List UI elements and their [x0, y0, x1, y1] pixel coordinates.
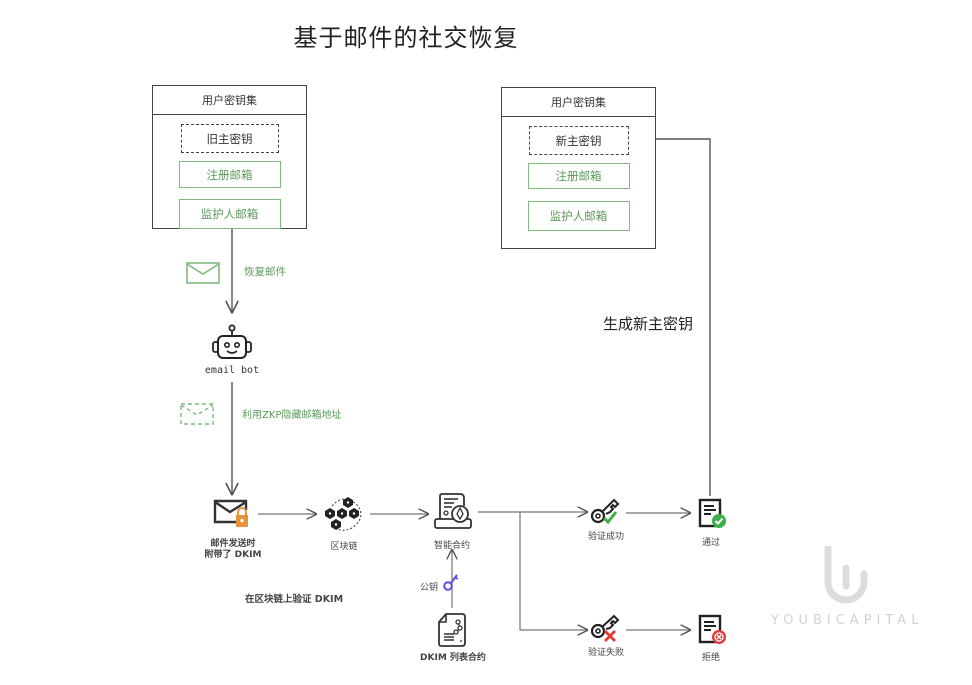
reject-document-icon [698, 614, 726, 644]
left-keyset: 用户密钥集 旧主密钥 注册邮箱 监护人邮箱 [152, 85, 307, 229]
new-master-key: 新主密钥 [528, 126, 629, 155]
smart-contract-label: 智能合约 [433, 541, 470, 551]
public-key-label: 公钥 [420, 583, 439, 593]
blockchain-icon [325, 497, 362, 531]
right-guardian-email: 监护人邮箱 [527, 201, 630, 231]
public-key-icon [443, 574, 459, 591]
verify-fail-label: 验证失败 [587, 648, 624, 658]
youbi-logo-icon [824, 546, 868, 604]
dkim-mail-label-line2: 附带了 DKIM [204, 550, 262, 560]
left-guardian-email: 监护人邮箱 [178, 199, 281, 229]
watermark-text: YOUBICAPITAL [771, 613, 924, 628]
smart-contract-icon [434, 493, 472, 529]
diagram-title: 基于邮件的社交恢复 [293, 24, 519, 52]
verify-success-label: 验证成功 [587, 532, 624, 542]
dkim-registry-label: DKIM 列表合约 [420, 653, 486, 663]
verify-success-icon [590, 498, 620, 525]
dkim-registry-icon [438, 613, 466, 647]
old-master-key: 旧主密钥 [180, 124, 279, 153]
email-bot-label: email bot [204, 365, 260, 376]
left-keyset-header: 用户密钥集 [153, 86, 306, 115]
verify-onchain-label: 在区块链上验证 DKIM [245, 594, 344, 605]
recovery-email-icon [186, 262, 220, 284]
right-keyset-header: 用户密钥集 [502, 88, 655, 117]
recovery-email-label: 恢复邮件 [244, 266, 286, 278]
right-registered-email: 注册邮箱 [527, 163, 630, 189]
reject-label: 拒绝 [701, 653, 720, 663]
generate-key-label: 生成新主密钥 [603, 315, 694, 333]
pass-label: 通过 [701, 538, 720, 548]
zkp-label: 利用ZKP隐藏邮箱地址 [242, 410, 342, 421]
left-registered-email: 注册邮箱 [178, 161, 281, 188]
dkim-mail-label-line1: 邮件发送时 [210, 539, 256, 549]
right-keyset: 用户密钥集 新主密钥 注册邮箱 监护人邮箱 [501, 87, 656, 249]
verify-fail-icon [590, 614, 620, 642]
pass-document-icon [698, 498, 726, 528]
dkim-mail-icon [213, 499, 248, 527]
hidden-email-icon [180, 403, 214, 425]
arrow-contract-to-fail [519, 512, 587, 630]
blockchain-label: 区块链 [330, 542, 358, 552]
email-bot-icon [212, 324, 252, 359]
